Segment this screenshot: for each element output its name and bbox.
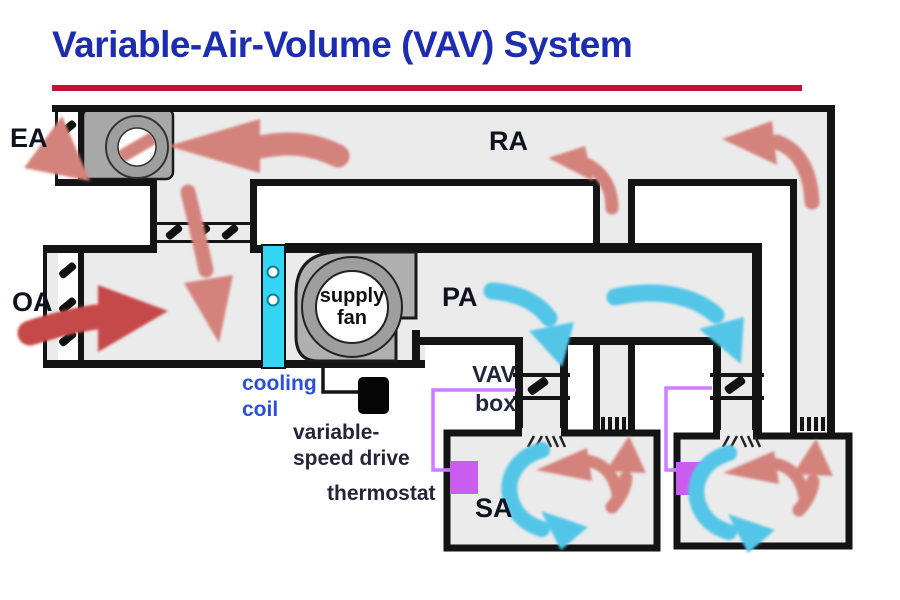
- variable-speed-drive-icon: [321, 366, 389, 414]
- page-title: Variable-Air-Volume (VAV) System: [52, 24, 633, 65]
- recirc-air-arrow: [180, 184, 233, 343]
- airflow-arrows: [17, 116, 833, 553]
- supply-fan-label: supply fan: [319, 285, 385, 329]
- oa-damper-icon: [58, 253, 78, 360]
- diffuser-icon: [721, 435, 762, 448]
- thermostat-2-wire: [664, 386, 712, 472]
- diffuser-icon: [526, 435, 567, 448]
- supply-fan-icon: [294, 250, 418, 363]
- return-air-label: RA: [489, 126, 528, 156]
- control-wiring: [431, 386, 712, 472]
- exhaust-fan-icon: [81, 107, 175, 181]
- riser-return-arrow: [548, 146, 619, 215]
- primary-air-arrow-2: [606, 284, 744, 364]
- vav-box-1-icon: [513, 373, 570, 400]
- vav-box-label: VAV box: [472, 361, 516, 417]
- return-air-arrow: [168, 119, 350, 173]
- outside-air-label: OA: [12, 287, 53, 317]
- thermostat-1-icon: [450, 461, 478, 494]
- return-riser-lower-interior: [600, 345, 628, 431]
- supply-air-label: SA: [475, 493, 513, 523]
- primary-air-arrow-1: [483, 282, 574, 367]
- cooling-coil-icon: [261, 244, 286, 369]
- exhaust-air-label: EA: [10, 123, 48, 153]
- title-underline: [52, 85, 802, 91]
- primary-air-label: PA: [442, 282, 478, 312]
- right-riser-return-arrow: [722, 121, 820, 210]
- vav-box-2-icon: [710, 373, 764, 400]
- duct-walls: [43, 105, 835, 433]
- outside-air-arrow: [17, 285, 168, 352]
- cooling-coil-label: cooling coil: [242, 372, 317, 421]
- thermostat-1-wire: [431, 388, 516, 472]
- return-grille-icon: [601, 417, 825, 431]
- exhaust-air-arrow: [24, 116, 90, 181]
- thermostat-label: thermostat: [327, 482, 436, 505]
- variable-speed-drive-label: variable-speed drive: [293, 421, 410, 470]
